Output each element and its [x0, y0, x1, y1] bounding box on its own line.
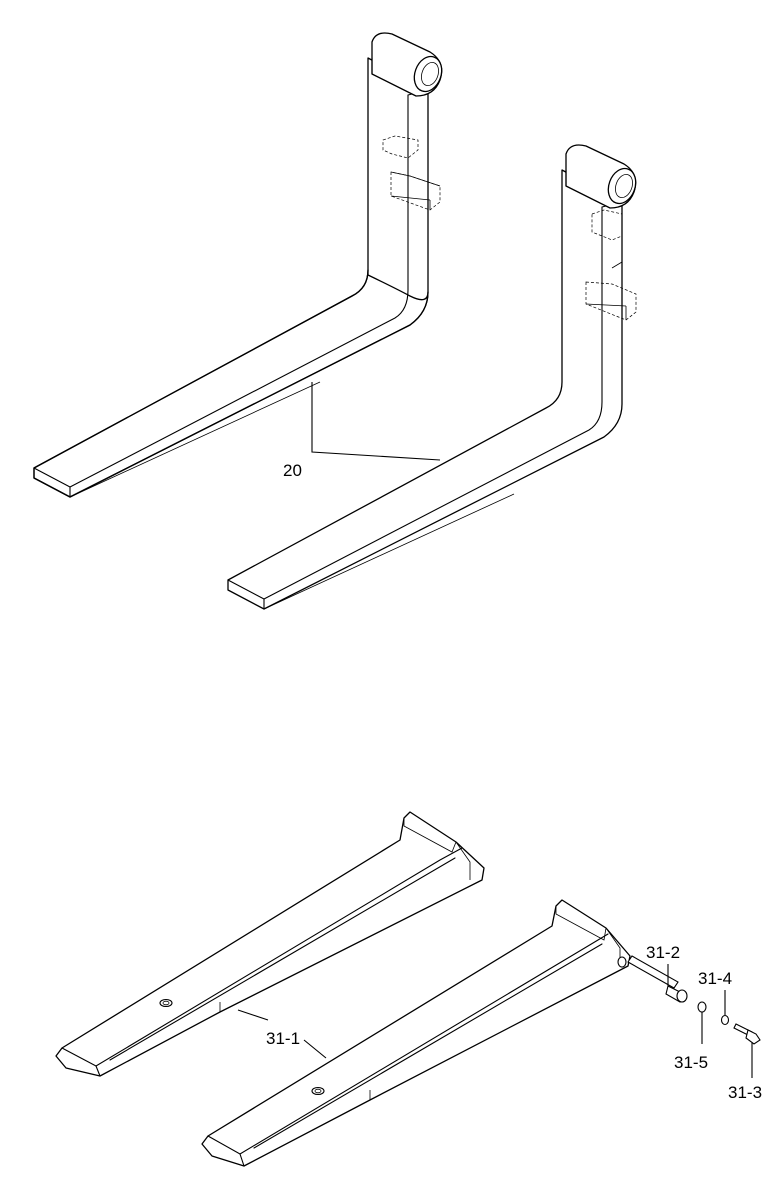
callout-31-2: 31-2 — [646, 943, 680, 962]
pin-31-2 — [627, 955, 688, 1003]
fork-right — [227, 144, 637, 610]
callout-31-1: 31-1 — [266, 1029, 300, 1048]
bolt-31-3 — [733, 1023, 761, 1045]
washer-31-4 — [720, 1014, 730, 1026]
fork-left — [33, 32, 443, 498]
callout-31-3: 31-3 — [728, 1083, 762, 1102]
fork-cover-right — [201, 899, 631, 1167]
callout-31-4: 31-4 — [698, 969, 732, 988]
leader-31-1 — [237, 1009, 327, 1059]
washer-31-5 — [697, 1001, 707, 1013]
fork-cover-left — [55, 811, 485, 1077]
callout-20: 20 — [283, 461, 302, 480]
callout-31-5: 31-5 — [674, 1053, 708, 1072]
leader-20 — [311, 382, 441, 461]
